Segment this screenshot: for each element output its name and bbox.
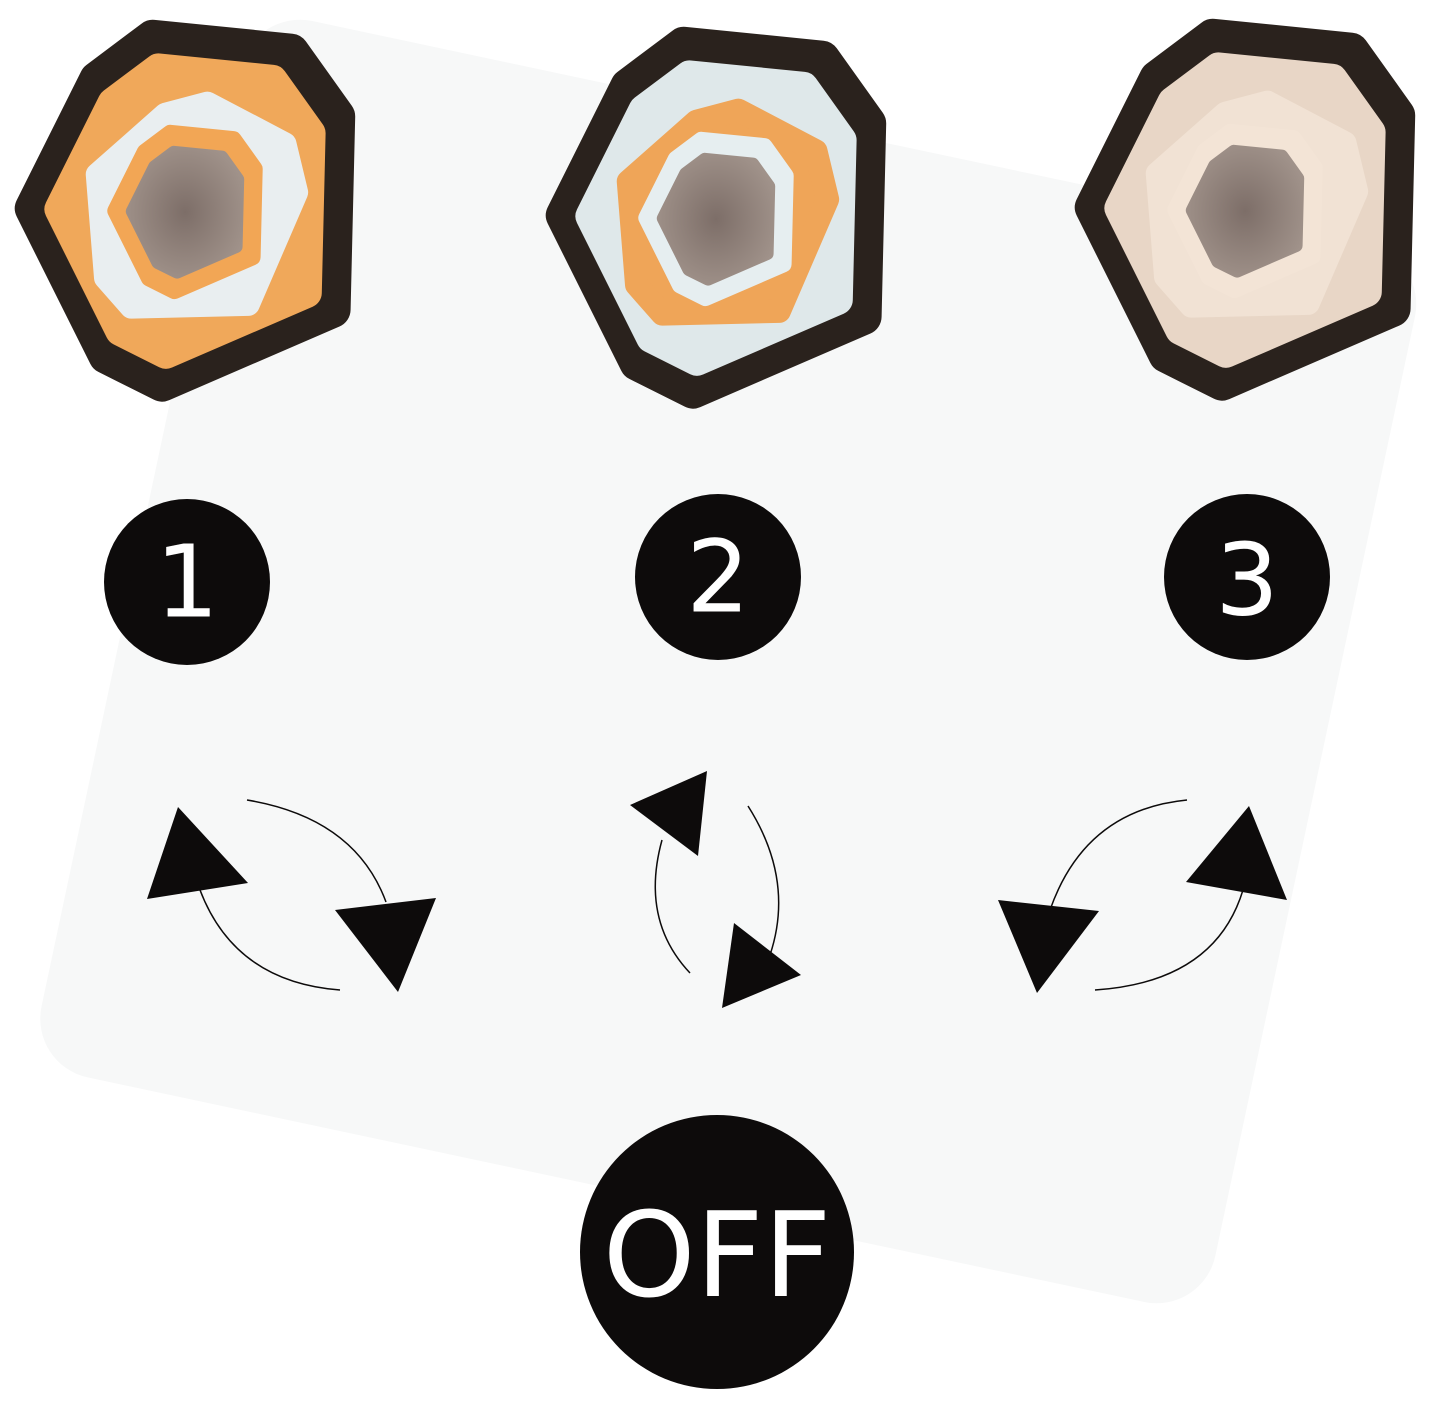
- arrow-head-down-icon: [722, 923, 801, 1008]
- off-badge: OFF: [580, 1115, 854, 1389]
- mode-badge-2: 2: [635, 494, 801, 660]
- lamp-mode-1: [14, 19, 356, 402]
- arrow-head-up-icon: [147, 807, 248, 899]
- background-panel: [40, 19, 1417, 1304]
- arc-arrow-line: [199, 889, 341, 991]
- lamp-center: [1185, 144, 1305, 278]
- lamp-mode-3: [1074, 18, 1416, 401]
- off-label: OFF: [603, 1186, 832, 1324]
- mode-1-label: 1: [155, 524, 219, 641]
- arrow-head-up-icon: [1186, 806, 1287, 900]
- arrow-head-down-icon: [335, 898, 436, 992]
- mode-2-label: 2: [686, 519, 750, 636]
- arc-arrow-line: [246, 799, 387, 903]
- arrow-head-up-icon: [630, 771, 707, 856]
- arrow-head-down-icon: [998, 900, 1099, 993]
- arc-arrow-line: [654, 839, 691, 974]
- arc-arrow-line: [1049, 799, 1188, 911]
- mode-badge-3: 3: [1164, 494, 1330, 660]
- mode-3-label: 3: [1215, 522, 1279, 639]
- cycle-arrows-2-off: [630, 771, 801, 1008]
- arc-arrow-line: [747, 805, 780, 956]
- lamp-mode-2: [545, 26, 887, 409]
- cycle-arrows-1-off: [147, 799, 436, 992]
- lamp-center: [656, 152, 776, 286]
- arc-arrow-line: [1094, 889, 1244, 991]
- mode-badge-1: 1: [104, 499, 270, 665]
- lamp-center: [125, 145, 245, 279]
- cycle-arrows-3-off: [998, 799, 1287, 993]
